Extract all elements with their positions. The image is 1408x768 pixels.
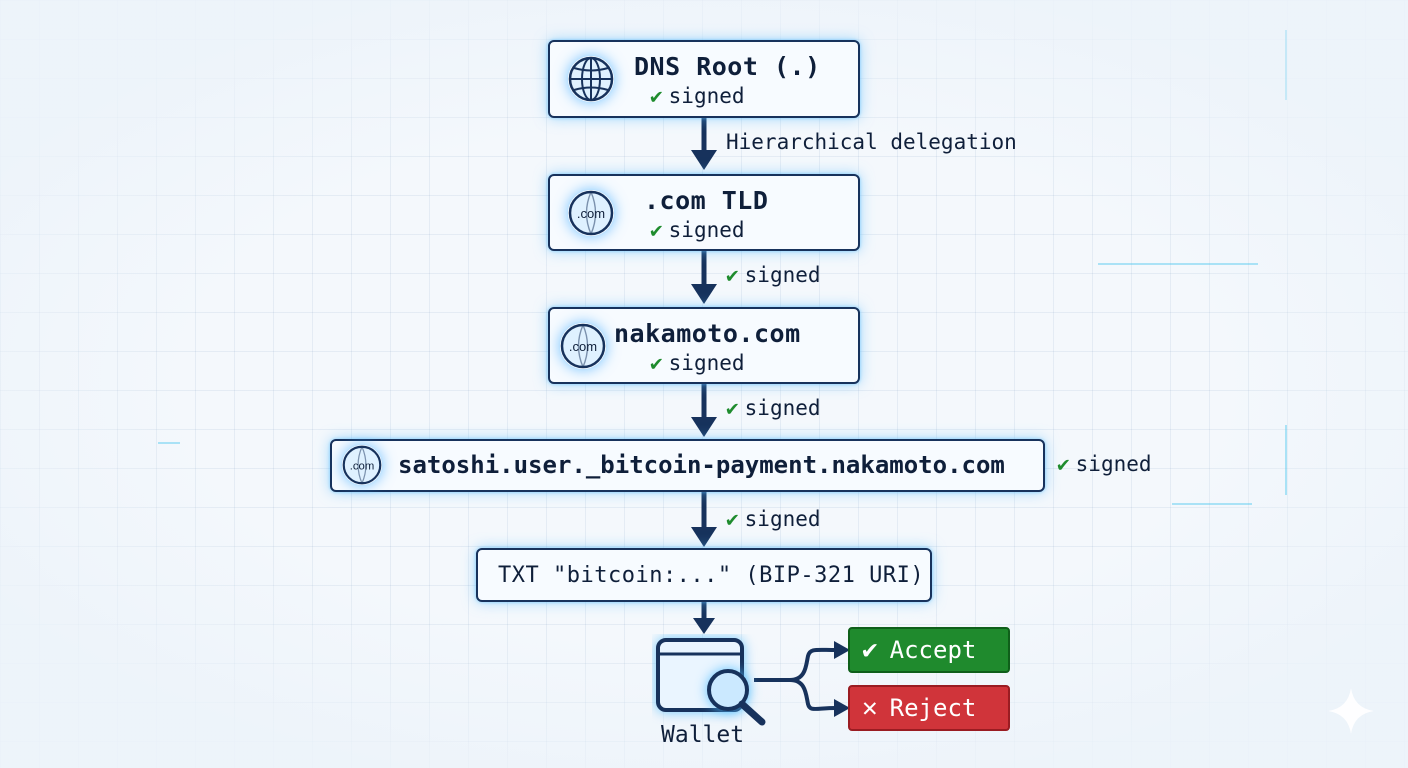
status-text: signed: [668, 218, 745, 242]
check-icon: ✔: [862, 635, 878, 665]
accent-line: [1172, 503, 1252, 505]
accent-line: [1098, 263, 1258, 265]
arrowhead: [691, 284, 717, 304]
node-title: nakamoto.com: [614, 319, 801, 348]
globe-icon: [568, 56, 614, 102]
accent-line: [1285, 30, 1287, 100]
node-title: satoshi.user._bitcoin-payment.nakamoto.c…: [398, 451, 1005, 479]
dot-com-globe-icon: .com: [560, 323, 606, 369]
sparkle-icon: [1328, 688, 1374, 734]
signed-status: ✔signed: [650, 84, 745, 108]
dns-root-node: DNS Root (.) ✔signed: [548, 40, 860, 118]
signed-status: ✔signed: [650, 218, 745, 242]
txt-record-node: TXT "bitcoin:..." (BIP-321 URI): [476, 548, 932, 602]
delegation-label: Hierarchical delegation: [726, 130, 1017, 154]
branch-connector: [754, 647, 837, 682]
check-icon: ✔: [1057, 452, 1070, 476]
domain-node: .com nakamoto.com ✔signed: [548, 307, 860, 384]
reject-label: Reject: [889, 694, 977, 722]
edge-label-text: signed: [1075, 452, 1152, 476]
edge-label-text: signed: [744, 263, 821, 287]
arrowhead: [691, 527, 717, 547]
accent-line: [158, 442, 180, 444]
arrowhead: [691, 150, 717, 170]
accept-button[interactable]: ✔ Accept: [848, 627, 1010, 673]
check-icon: ✔: [650, 351, 663, 375]
check-icon: ✔: [650, 84, 663, 108]
node-title: DNS Root (.): [634, 52, 821, 81]
reject-button[interactable]: ✕ Reject: [848, 685, 1010, 731]
check-icon: ✔: [726, 507, 739, 531]
edge-label-text: signed: [744, 507, 821, 531]
arrowhead: [834, 641, 850, 659]
wallet-label: Wallet: [661, 722, 745, 748]
wallet-magnifier-icon: [656, 638, 766, 726]
accept-label: Accept: [889, 636, 977, 664]
check-icon: ✔: [726, 263, 739, 287]
branch-connector: [754, 678, 837, 711]
tld-node: .com .com TLD ✔signed: [548, 174, 860, 251]
icon-text: .com: [569, 339, 597, 354]
arrowhead: [693, 618, 715, 634]
check-icon: ✔: [650, 218, 663, 242]
x-icon: ✕: [862, 693, 878, 723]
icon-text: .com: [350, 460, 374, 472]
arrowhead: [691, 417, 717, 437]
icon-text: .com: [577, 206, 605, 221]
edge-signed-label: ✔signed: [726, 507, 821, 531]
edge-signed-label: ✔signed: [726, 396, 821, 420]
accent-line: [1285, 425, 1287, 495]
edge-label-text: signed: [744, 396, 821, 420]
signed-status: ✔signed: [650, 351, 745, 375]
edge-signed-label: ✔signed: [726, 263, 821, 287]
dot-com-globe-icon: .com: [342, 445, 382, 485]
arrowhead: [834, 699, 850, 717]
status-text: signed: [668, 351, 745, 375]
check-icon: ✔: [726, 396, 739, 420]
record-name-node: .com satoshi.user._bitcoin-payment.nakam…: [330, 439, 1045, 492]
node-title: TXT "bitcoin:..." (BIP-321 URI): [498, 563, 925, 588]
node-title: .com TLD: [644, 186, 769, 215]
edge-signed-label: ✔signed: [1057, 452, 1152, 476]
status-text: signed: [668, 84, 745, 108]
wallet-icon: [652, 634, 770, 730]
dot-com-globe-icon: .com: [568, 190, 614, 236]
